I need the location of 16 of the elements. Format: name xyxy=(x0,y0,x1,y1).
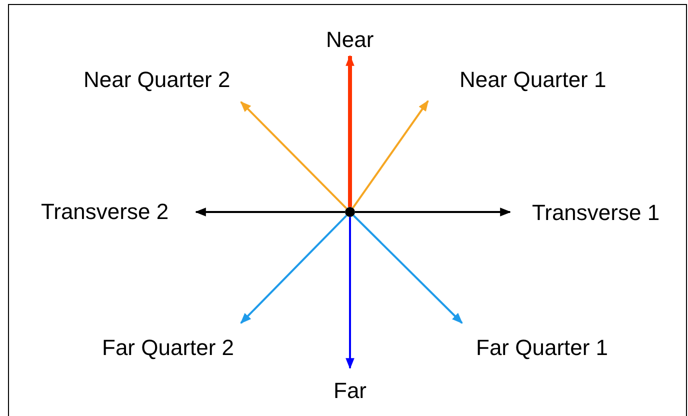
arrow xyxy=(352,100,429,208)
arrow xyxy=(352,214,463,324)
direction-label: Far Quarter 2 xyxy=(102,335,234,361)
direction-label: Far xyxy=(334,378,366,404)
arrow xyxy=(194,208,345,216)
direction-label: Transverse 2 xyxy=(41,199,169,225)
direction-label: Far Quarter 1 xyxy=(476,335,608,361)
arrow xyxy=(240,101,348,210)
direction-label: Near xyxy=(326,27,374,53)
direction-label: Transverse 1 xyxy=(532,200,660,226)
direction-label: Near Quarter 2 xyxy=(84,67,230,93)
direction-label: Near Quarter 1 xyxy=(460,67,606,93)
arrow xyxy=(346,54,354,207)
arrow xyxy=(355,208,512,216)
arrow xyxy=(240,214,348,324)
arrow xyxy=(346,217,354,370)
